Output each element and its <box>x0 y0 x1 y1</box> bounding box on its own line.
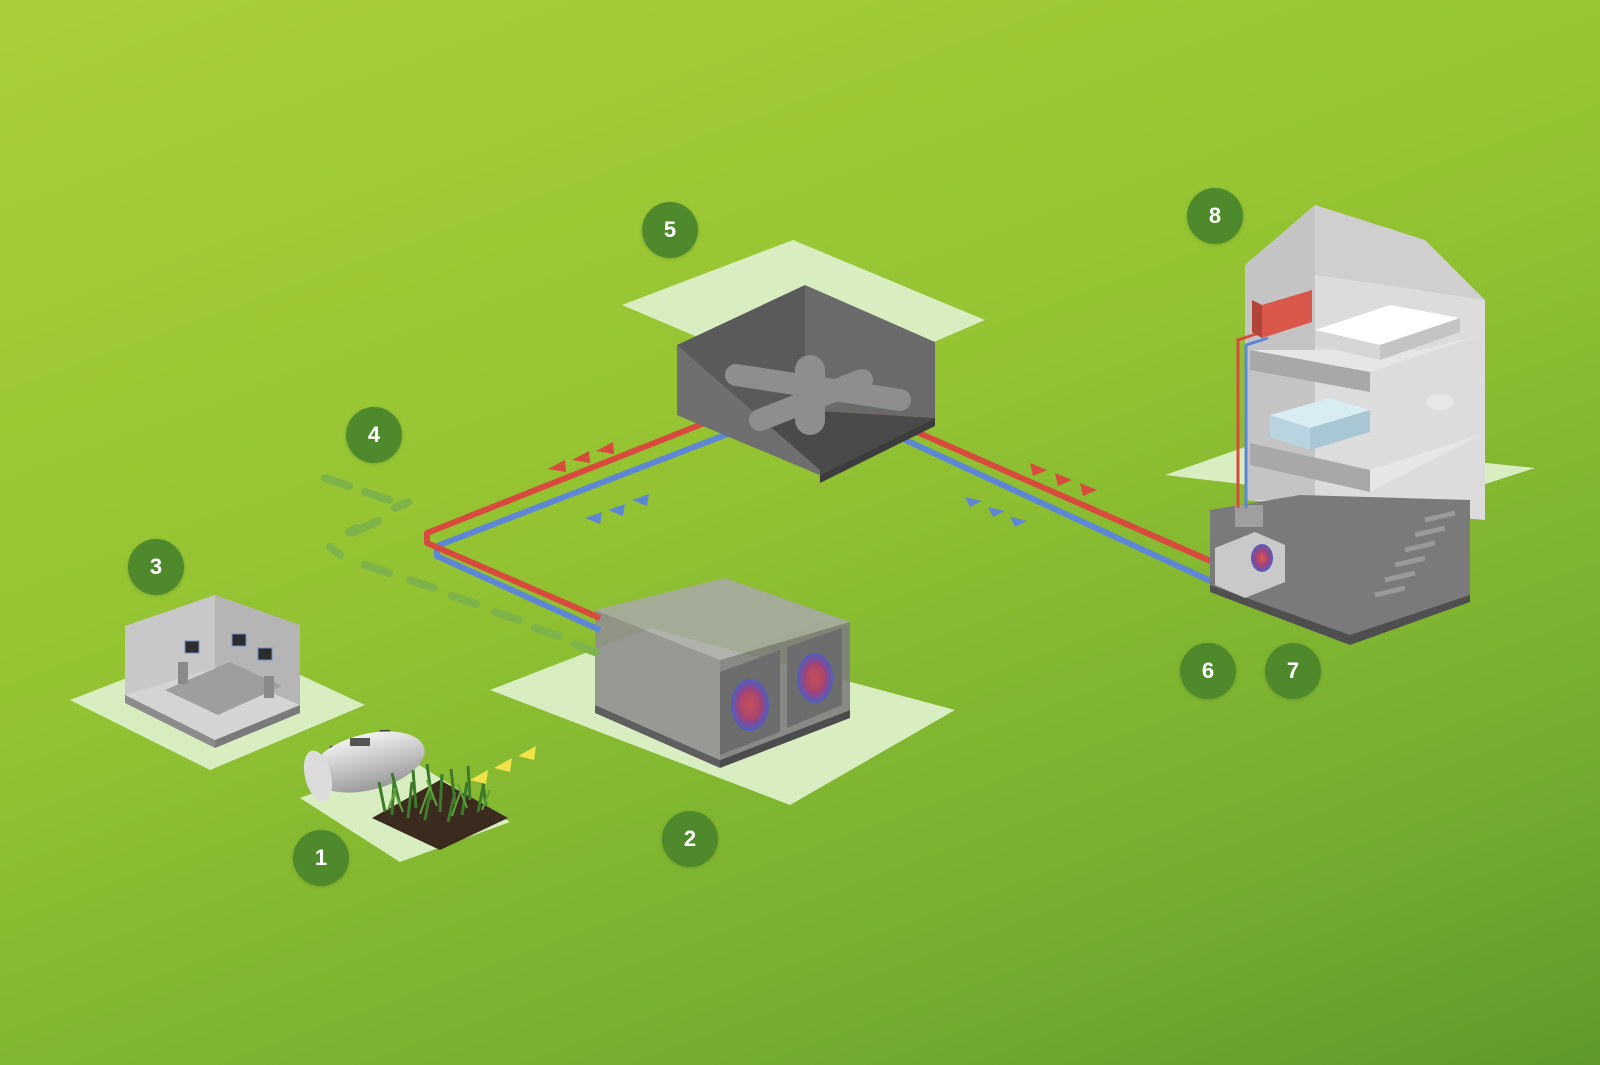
house-cutaway <box>1165 205 1535 645</box>
marker-2: 2 <box>662 811 718 867</box>
pipe-junction-chamber <box>622 240 985 483</box>
basement <box>1210 495 1470 645</box>
marker-8: 8 <box>1187 188 1243 244</box>
district-heating-network <box>424 402 1224 633</box>
biomass-fuel-supply <box>300 730 536 862</box>
marker-6: 6 <box>1180 643 1236 699</box>
heat-transfer-station-icon <box>1215 505 1285 598</box>
radiator-icon <box>1252 290 1312 338</box>
control-monitor-icon <box>165 633 282 715</box>
supply-flow-arrows <box>548 442 1097 496</box>
feed-lines <box>321 474 599 656</box>
junction-pipes <box>725 355 911 435</box>
control-room <box>70 595 365 770</box>
return-pipe <box>434 417 1217 633</box>
boiler-icon <box>720 628 842 755</box>
return-flow-arrows <box>585 494 1027 527</box>
marker-5: 5 <box>642 202 698 258</box>
supply-pipe <box>424 402 1224 621</box>
bathtub-icon <box>1270 394 1454 450</box>
fuel-tank-icon <box>303 730 425 802</box>
heating-plant <box>490 578 955 805</box>
stairs-icon <box>1374 510 1456 598</box>
marker-3: 3 <box>128 539 184 595</box>
marker-4: 4 <box>346 407 402 463</box>
bed-icon <box>1315 305 1460 360</box>
fuel-flow-arrows <box>470 746 536 784</box>
marker-7: 7 <box>1265 643 1321 699</box>
biomass-crop-icon <box>372 763 508 850</box>
marker-1: 1 <box>293 830 349 886</box>
